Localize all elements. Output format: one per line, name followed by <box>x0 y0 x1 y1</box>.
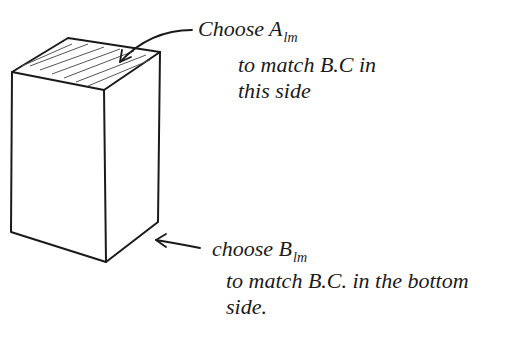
subscript: lm <box>293 250 307 266</box>
callout-note: Choose A <box>198 16 283 42</box>
callout-note: to match B.C. in the bottom side. <box>226 268 496 320</box>
callout-note: choose B <box>212 236 292 262</box>
cube-right-face <box>106 52 160 262</box>
leader-arrows <box>120 30 200 248</box>
top-hatching <box>22 44 150 86</box>
subscript: lm <box>284 30 298 46</box>
callout-note: to match B.C in this side <box>238 52 388 104</box>
cube-front-face <box>11 72 106 262</box>
